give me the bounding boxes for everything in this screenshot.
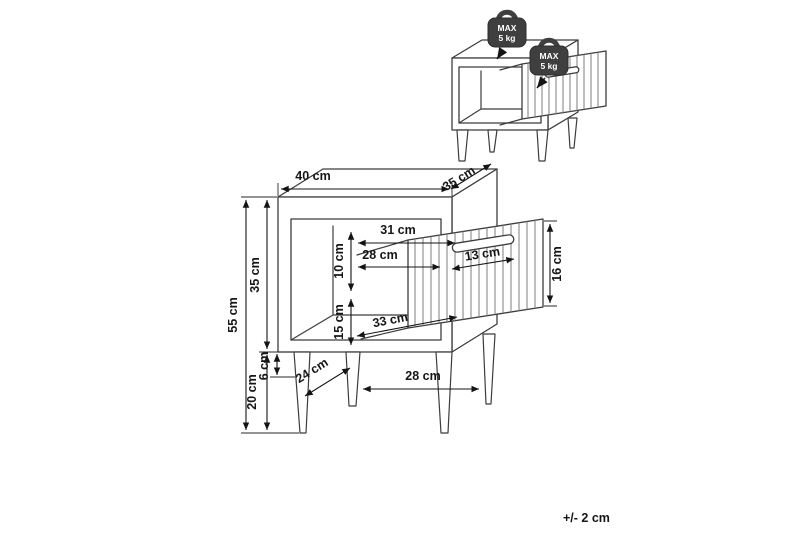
dim-total-height: 55 cm: [226, 196, 299, 434]
dim-label-leg-height: 20 cm: [245, 374, 259, 409]
dim-opening-top-height: 10 cm: [332, 232, 355, 291]
weight-body-icon: [529, 45, 569, 76]
thumbnail-figure: MAX 5 kg MAX 5 kg: [451, 9, 607, 162]
dim-label-drawer-inner-width: 28 cm: [362, 248, 397, 262]
drawer-handle: [451, 234, 515, 253]
max-label: MAX: [540, 51, 559, 61]
dim-label-opening-width: 31 cm: [380, 223, 415, 237]
thumb-leg-back-left: [487, 129, 498, 153]
dim-opening-width: 31 cm: [358, 223, 455, 247]
max-weight-value: 5 kg: [540, 61, 557, 71]
dim-label-body-height: 35 cm: [248, 257, 262, 292]
dim-label-inner-depth: 33 cm: [372, 310, 409, 331]
leg-back-right: [482, 333, 496, 405]
dim-body-height: 35 cm: [248, 200, 293, 353]
leg-back-left: [345, 351, 361, 407]
thumb-leg-front-right: [536, 129, 549, 162]
dim-label-handle-width: 13 cm: [464, 244, 501, 263]
down-arrow-icon: [496, 47, 508, 60]
main-figure: 40 cm 35 cm 55 cm 35 cm 20 cm 31 cm 28 c…: [226, 163, 564, 434]
dim-opening-bottom-height: 15 cm: [332, 299, 355, 345]
thumb-leg-back-right: [567, 117, 578, 149]
tolerance-note: +/- 2 cm: [563, 511, 610, 525]
dim-label-leg-top-size: 6 cm: [257, 352, 271, 381]
max-load-badge-drawer: MAX 5 kg: [529, 37, 569, 89]
leg-front-right: [435, 351, 453, 434]
dim-drawer-inner-width: 28 cm: [358, 248, 440, 271]
max-label: MAX: [498, 23, 517, 33]
dim-label-top-width: 40 cm: [295, 169, 330, 183]
dim-label-total-height: 55 cm: [226, 297, 240, 332]
dim-label-opening-top-height: 10 cm: [332, 243, 346, 278]
max-load-badge-top: MAX 5 kg: [487, 9, 527, 60]
weight-body-icon: [487, 17, 527, 48]
dim-leg-spacing-width: 28 cm: [363, 369, 479, 393]
thumb-leg-front-left: [456, 129, 469, 162]
dim-label-opening-bottom-height: 15 cm: [332, 304, 346, 339]
dim-label-leg-spacing-width: 28 cm: [405, 369, 440, 383]
dim-leg-top-size: 6 cm: [257, 352, 295, 381]
dim-inner-depth: 33 cm: [356, 310, 458, 338]
dim-handle-width: 13 cm: [451, 244, 515, 272]
dim-label-drawer-front-height: 16 cm: [550, 246, 564, 281]
dim-drawer-front-height: 16 cm: [544, 220, 564, 307]
dim-leg-height: 20 cm: [245, 355, 271, 430]
thumb-drawer-side-lines: [499, 63, 523, 126]
down-arrow-icon: [536, 76, 548, 89]
max-weight-value: 5 kg: [498, 33, 515, 43]
